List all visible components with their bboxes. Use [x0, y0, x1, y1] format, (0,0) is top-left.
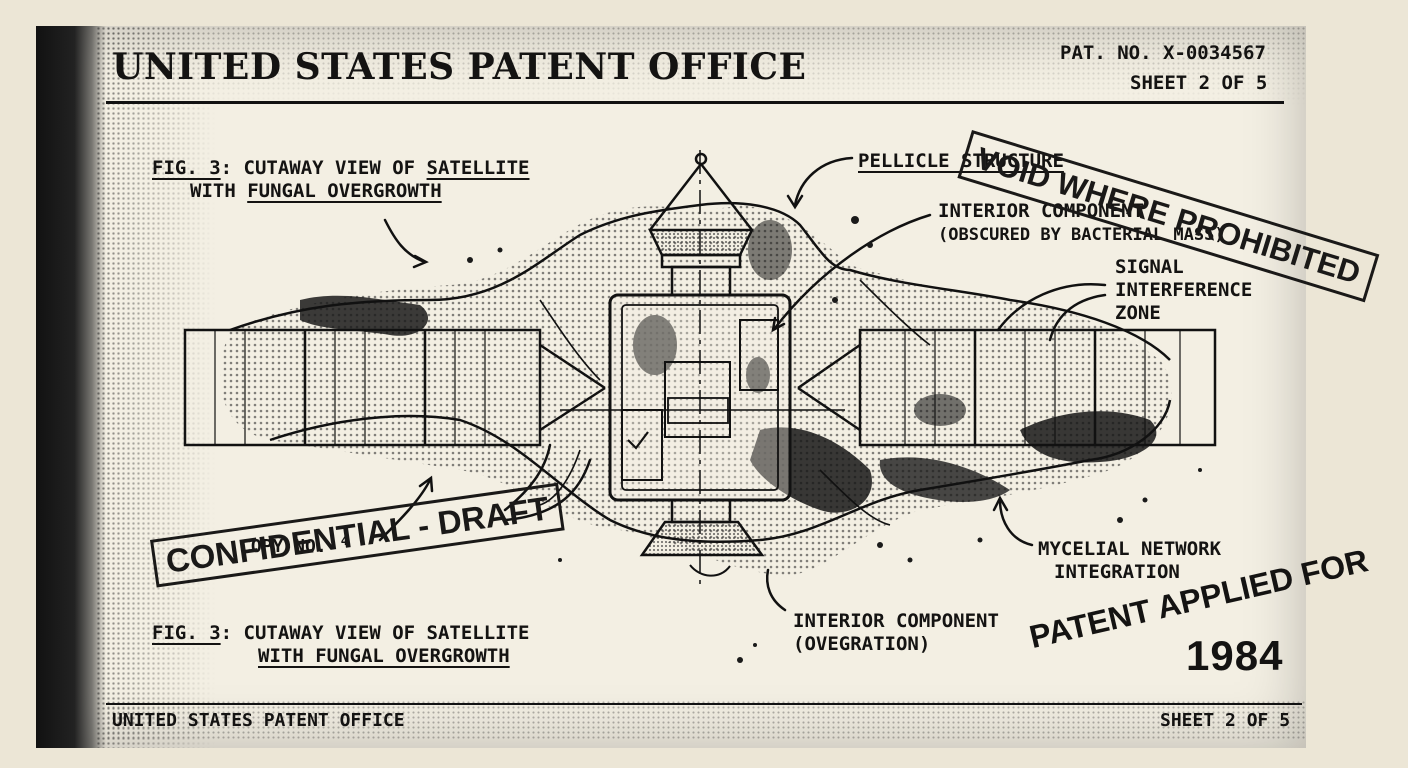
callout-pellicle: PELLICLE STRUCTURE: [858, 150, 1064, 172]
top-antenna: [648, 152, 754, 297]
left-edge-shadow: [36, 26, 106, 748]
copy-no-text: COPY NO.: [240, 536, 327, 557]
fig-number: FIG. 3: [152, 622, 221, 644]
patent-year: 1984: [1186, 632, 1284, 679]
arrow-fig-caption: [383, 218, 427, 264]
callout-mycelial: MYCELIAL NETWORK INTEGRATION: [1038, 538, 1221, 584]
caption-satellite: SATELLITE: [426, 157, 530, 179]
arrow-signal-1: [996, 283, 1107, 332]
fig-number: FIG. 3: [152, 157, 221, 179]
bottom-halftone-band: [106, 700, 1306, 740]
arrow-copy-2: [503, 458, 592, 522]
fungal-tendrils: [229, 201, 1172, 544]
caption-with: WITH: [190, 180, 248, 202]
callout-text: ZONE: [1115, 302, 1161, 324]
patent-number: PAT. NO. X-0034567: [1060, 42, 1266, 64]
footer-office: UNITED STATES PATENT OFFICE: [112, 710, 405, 731]
callout-interior-vegetation: INTERIOR COMPONENT (OVEGRATION): [793, 610, 999, 656]
fungal-spot-core: [633, 315, 677, 375]
callout-text: (OBSCURED BY BACTERIAL MASS): [938, 225, 1225, 245]
caption-text: WITH FUNGAL OVERGROWTH: [258, 645, 510, 667]
arrow-mycelial: [998, 498, 1034, 547]
fungal-spot-right: [914, 394, 966, 426]
callout-text: INTERIOR COMPONENT: [938, 200, 1144, 222]
sheet-number: SHEET 2 OF 5: [1130, 72, 1268, 94]
callout-text: INTERFERENCE: [1115, 279, 1253, 301]
copy-no-value: 4: [340, 534, 348, 548]
callout-text: (OVEGRATION): [793, 633, 931, 655]
callout-text: SIGNAL: [1115, 256, 1184, 278]
caption-text: : CUTAWAY VIEW OF SATELLITE: [220, 622, 530, 644]
callout-interior-obscured: INTERIOR COMPONENT (OBSCURED BY BACTERIA…: [938, 200, 1225, 247]
ink-speckles: [467, 216, 1202, 663]
arrow-pellicle: [793, 156, 854, 207]
footer-sheet: SHEET 2 OF 5: [1160, 710, 1291, 731]
fungal-dense-right: [1020, 411, 1157, 463]
arrow-copy-1: [378, 478, 432, 542]
figure-caption-bottom: FIG. 3: CUTAWAY VIEW OF SATELLITE WITH F…: [152, 622, 530, 668]
right-solar-panel: [797, 328, 1217, 447]
fungal-spot-core-2: [746, 357, 770, 393]
arrow-copy-3: [503, 443, 552, 512]
arrow-interior-obscured: [773, 213, 932, 330]
callout-text: INTEGRATION: [1054, 561, 1180, 583]
office-title: UNITED STATES PATENT OFFICE: [112, 46, 807, 88]
halftone-texture: [96, 26, 216, 748]
callout-text: INTERIOR COMPONENT: [793, 610, 999, 632]
top-halftone-band: [106, 26, 1306, 106]
caption-fungal: FUNGAL OVERGROWTH: [247, 180, 442, 202]
arrow-signal-2: [1048, 293, 1107, 342]
callout-text: MYCELIAL NETWORK: [1038, 538, 1222, 560]
callout-arrows: [378, 156, 1107, 612]
left-solar-panel: [183, 328, 606, 447]
figure-caption-top: FIG. 3: CUTAWAY VIEW OF SATELLITE WITH F…: [152, 157, 530, 203]
fungal-spot-upper: [748, 220, 792, 280]
callout-signal-interference: SIGNAL INTERFERENCE ZONE: [1115, 256, 1252, 325]
footer-rule: [106, 703, 1302, 705]
caption-text: : CUTAWAY VIEW OF: [220, 157, 427, 179]
header-rule: [106, 101, 1284, 104]
copy-number-label: COPY NO. 4: [240, 534, 348, 557]
bottom-nozzle: [639, 498, 765, 577]
arrow-interior-veg: [766, 568, 787, 612]
